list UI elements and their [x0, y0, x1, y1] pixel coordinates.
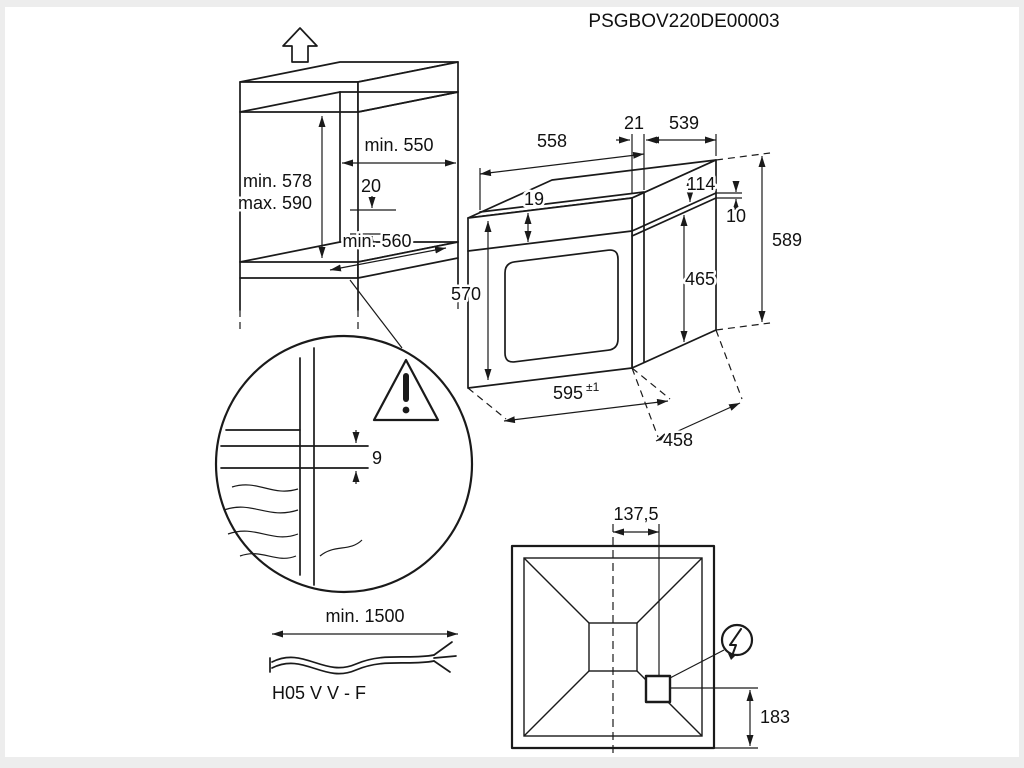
cable-wire — [271, 654, 435, 669]
oven-front-face — [467, 197, 633, 389]
cable-strand — [433, 641, 453, 656]
page-border-left — [0, 0, 5, 768]
shelf-front-face — [239, 261, 359, 279]
dim-body-width-label: 558 — [537, 131, 567, 151]
dim-cable-length-label: min. 1500 — [325, 606, 404, 626]
electrical-connection-icon — [720, 623, 754, 657]
wood-grain — [227, 530, 299, 538]
niche-edge — [239, 91, 341, 113]
niche-edge — [357, 91, 459, 113]
connection-leader-line — [669, 649, 725, 679]
lightning-bolt-icon — [729, 628, 742, 657]
connection-box — [644, 674, 672, 704]
dim-gap-label: 10 — [726, 206, 746, 226]
wood-grain — [239, 553, 297, 559]
ext-line — [631, 367, 659, 438]
document-code: PSGBOV220DE00003 — [588, 11, 779, 32]
lightning-bolt-tip — [728, 653, 736, 660]
detail-circle-drawing: 9 — [214, 334, 474, 594]
ext-line — [715, 329, 743, 400]
dim-inner-depth-arrow — [329, 246, 447, 272]
dim-top-clearance-label: 19 — [524, 189, 544, 209]
wood-grain — [223, 506, 299, 514]
dim-conduit-height-label: 183 — [760, 707, 790, 727]
cable-strand — [433, 660, 451, 673]
dim-control-height-label: 114 — [687, 174, 716, 194]
rear-diagonal — [636, 557, 703, 624]
cable-strand — [433, 655, 457, 659]
rear-view-drawing: 137,5 183 — [510, 502, 793, 754]
dim-niche-height-min-label: min. 578 — [243, 171, 312, 191]
dim-inner-width-label: min. 550 — [364, 135, 433, 155]
dim-niche-height-max-label: max. 590 — [238, 193, 312, 213]
dim-body-depth-label: 539 — [669, 113, 699, 133]
dim-body-width-arrow — [479, 151, 645, 177]
exclamation-dot — [402, 406, 410, 414]
dim-front-width-tolerance: ±1 — [586, 380, 600, 394]
door-window — [504, 249, 619, 363]
dim-overall-height-label: 589 — [772, 230, 802, 250]
wood-grain — [319, 539, 363, 557]
niche-edge — [239, 241, 341, 263]
detail-leader-line — [349, 279, 403, 349]
door-body-junction-top — [479, 191, 645, 213]
control-panel-line-front — [467, 230, 633, 252]
control-panel-line-side — [631, 192, 717, 232]
cable-wire — [271, 660, 435, 675]
up-arrow-icon — [282, 27, 318, 63]
page-border-right — [1019, 0, 1024, 768]
dim-vent-gap-label: 9 — [372, 448, 382, 468]
dim-base-depth-arrow — [655, 402, 741, 442]
wood-grain — [231, 484, 299, 492]
dim-rear-clearance-label: 20 — [361, 176, 381, 196]
rear-diagonal — [523, 557, 590, 624]
page-border-bottom — [0, 757, 1024, 768]
control-panel-line-side-2 — [631, 197, 717, 237]
ext-line — [715, 152, 771, 161]
dim-front-width-label: 595 — [553, 383, 583, 403]
cabinet-drawing: min. 550 min. 578 max. 590 20 min. 560 — [235, 27, 459, 349]
cable-type-label: H05 V V - F — [272, 683, 366, 703]
ext-line — [467, 387, 507, 420]
oven-drawing: 558 21 539 19 114 10 465 589 570 595 — [448, 111, 804, 453]
dim-inner-depth-label: min. 560 — [342, 231, 411, 251]
dim-door-proud-label: 21 — [624, 113, 644, 133]
dim-front-width-arrow — [503, 398, 669, 424]
mains-cable-drawing: min. 1500 H05 V V - F — [269, 604, 458, 706]
dim-conduit-offset-label: 137,5 — [613, 504, 658, 524]
dim-base-depth-label: 458 — [663, 430, 693, 450]
page-border-top — [0, 0, 1024, 7]
ext-line — [631, 367, 671, 400]
ext-line — [715, 322, 771, 331]
dim-door-height-label: 465 — [685, 269, 715, 289]
dim-body-height-label: 570 — [451, 284, 481, 304]
rear-diagonal — [523, 670, 590, 737]
